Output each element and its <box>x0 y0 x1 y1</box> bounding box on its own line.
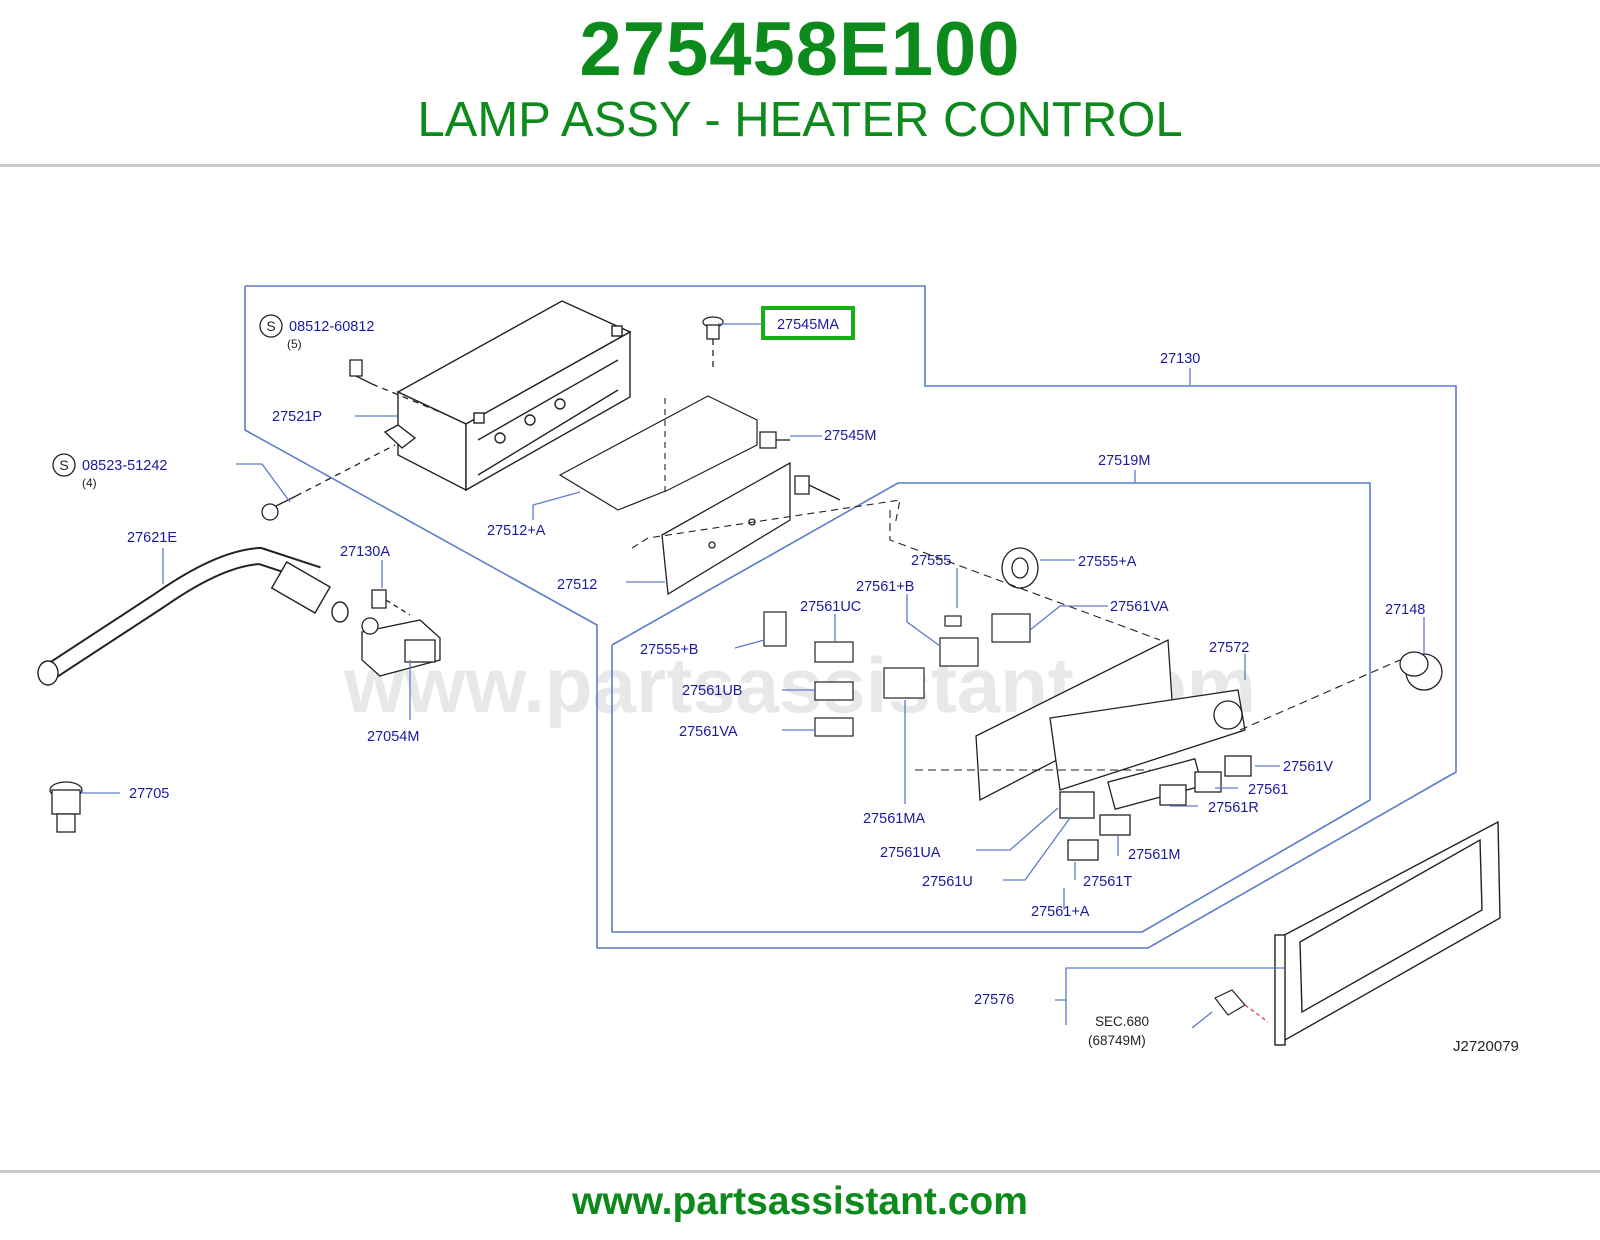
label-27521P[interactable]: 27521P <box>272 409 322 425</box>
connector-27054M <box>361 617 441 677</box>
parts-diagram: www.partsassistant.com <box>0 262 1600 1082</box>
buttons-group <box>763 611 1031 737</box>
parts-diagram-svg: www.partsassistant.com <box>37 285 1519 1055</box>
footer-divider <box>0 1170 1600 1173</box>
label-27561V[interactable]: 27561V <box>1283 759 1333 775</box>
label-27561B[interactable]: 27561+B <box>856 579 914 595</box>
label-27512A[interactable]: 27512+A <box>487 523 546 539</box>
circuit-plate-27512A <box>558 395 758 511</box>
harness-27621E <box>37 546 349 686</box>
part-number-title: 275458E100 <box>579 7 1021 92</box>
label-27148[interactable]: 27148 <box>1385 602 1425 618</box>
bracket-dash <box>631 499 901 549</box>
s-circle-2 <box>52 453 76 477</box>
label-27576[interactable]: 27576 <box>974 992 1014 1008</box>
button-27561MA <box>883 667 925 699</box>
assembly-frame-27130 <box>244 285 1457 949</box>
spring-27555 <box>944 615 962 627</box>
label-27561VA-top[interactable]: 27561VA <box>1110 599 1169 615</box>
footer-website-link[interactable]: www.partsassistant.com <box>572 1180 1028 1223</box>
label-27561R[interactable]: 27561R <box>1208 800 1259 816</box>
label-27555[interactable]: 27555 <box>911 553 951 569</box>
label-27572[interactable]: 27572 <box>1209 640 1249 656</box>
button-27561VA-left <box>814 717 854 737</box>
label-sec680-ref: (68749M) <box>1088 1033 1146 1048</box>
cap-dash-line <box>1239 659 1401 731</box>
button-27561UC <box>814 641 854 663</box>
label-27561UC[interactable]: 27561UC <box>800 599 861 615</box>
label-qty-5: (5) <box>287 337 302 351</box>
label-27555B[interactable]: 27555+B <box>640 642 698 658</box>
screw-08523-51242 <box>261 444 396 521</box>
label-27561UB[interactable]: 27561UB <box>682 683 742 699</box>
clip-sec680 <box>1214 989 1269 1023</box>
button-27561VA-top <box>991 613 1031 643</box>
label-27519M[interactable]: 27519M <box>1098 453 1150 469</box>
label-27512[interactable]: 27512 <box>557 577 597 593</box>
label-27130A[interactable]: 27130A <box>340 544 390 560</box>
bracket-27512 <box>661 461 841 596</box>
label-08512-60812[interactable]: 08512-60812 <box>289 319 374 335</box>
label-27054M[interactable]: 27054M <box>367 729 419 745</box>
label-27561[interactable]: 27561 <box>1248 782 1288 798</box>
socket-27130A <box>371 589 411 616</box>
bezel-27576 <box>1274 820 1501 1046</box>
screw-08512-60812 <box>349 359 441 413</box>
label-27561A[interactable]: 27561+A <box>1031 904 1090 920</box>
label-27561T[interactable]: 27561T <box>1083 874 1132 890</box>
label-08523-51242[interactable]: 08523-51242 <box>82 458 167 474</box>
highlight-box-27545MA <box>761 306 855 340</box>
subassembly-frame-27519M <box>611 482 1371 933</box>
leader-lines <box>82 323 1425 1029</box>
drawing-id: J2720079 <box>1453 1038 1519 1055</box>
label-27561MA[interactable]: 27561MA <box>863 811 925 827</box>
label-27561U[interactable]: 27561U <box>922 874 973 890</box>
plug-27705 <box>49 781 83 833</box>
s-symbol-2: S <box>59 457 68 473</box>
label-27561VA-left[interactable]: 27561VA <box>679 724 738 740</box>
part-name-subtitle: LAMP ASSY - HEATER CONTROL <box>417 93 1183 147</box>
bulb-27545M <box>759 431 790 449</box>
knob-27555A <box>1001 547 1039 589</box>
button-27561B <box>939 637 979 667</box>
label-27130[interactable]: 27130 <box>1160 351 1200 367</box>
label-27555A[interactable]: 27555+A <box>1078 554 1137 570</box>
label-qty-4: (4) <box>82 476 97 490</box>
label-27561UA[interactable]: 27561UA <box>880 845 941 861</box>
s-symbol-1: S <box>266 318 275 334</box>
header-divider <box>0 164 1600 167</box>
button-27561UB <box>814 681 854 701</box>
page-header: 275458E100 LAMP ASSY - HEATER CONTROL <box>0 0 1600 170</box>
panel-dash-line <box>889 510 1161 641</box>
s-circle-1 <box>259 314 283 338</box>
label-27545MA[interactable]: 27545MA <box>777 317 839 333</box>
control-panel-27572 <box>975 638 1252 861</box>
label-sec680[interactable]: SEC.680 <box>1095 1014 1149 1029</box>
label-27705[interactable]: 27705 <box>129 786 169 802</box>
cap-27148 <box>1399 651 1443 691</box>
label-27561M[interactable]: 27561M <box>1128 847 1180 863</box>
label-27621E[interactable]: 27621E <box>127 530 177 546</box>
label-27545M[interactable]: 27545M <box>824 428 876 444</box>
button-27555B <box>763 611 787 647</box>
lamp-holder-27521P <box>383 300 632 492</box>
